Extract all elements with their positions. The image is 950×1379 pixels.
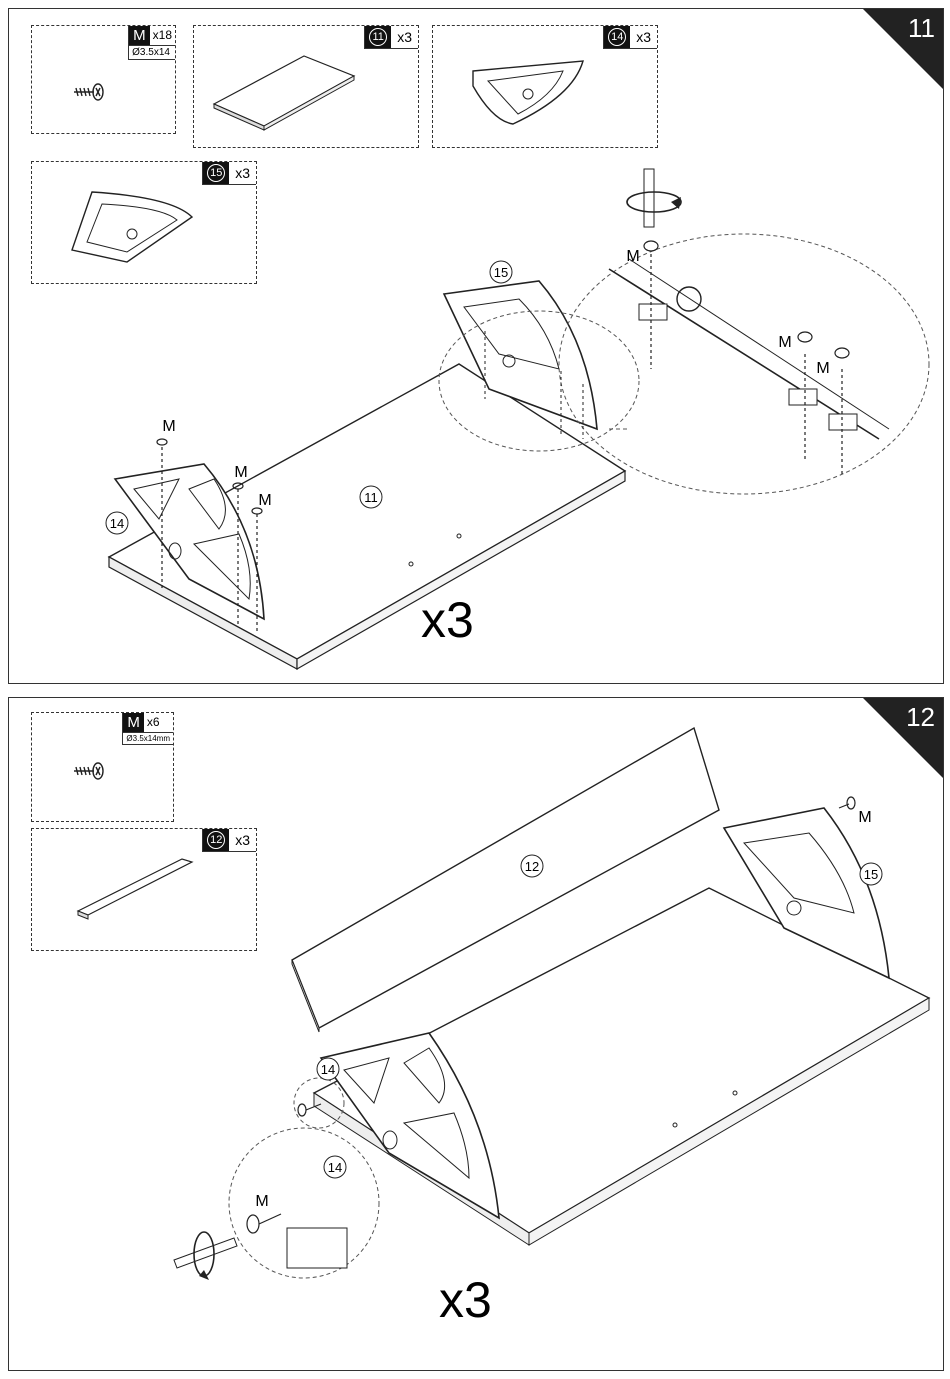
step-multiplier: x3 [421,591,474,649]
svg-text:15: 15 [494,265,508,280]
label-bracket-14: 14 [324,1156,346,1178]
svg-text:15: 15 [864,867,878,882]
svg-text:12: 12 [525,859,539,874]
label-screw-m: M [234,464,247,481]
label-panel-11: 11 [360,486,382,508]
label-screw-m: M [255,1193,268,1210]
label-bracket-15: 15 [490,261,512,283]
label-bracket-15: 15 [860,863,882,885]
step-11-labels: 11 14 15 M M M M M M [9,9,943,683]
svg-text:14: 14 [328,1160,342,1175]
svg-text:14: 14 [321,1062,335,1077]
label-bracket-14: 14 [317,1058,339,1080]
label-screw-m: M [258,492,271,509]
label-screw-m: M [778,334,791,351]
label-screw-m: M [626,248,639,265]
label-board-12: 12 [521,855,543,877]
step-multiplier: x3 [439,1271,492,1329]
svg-text:14: 14 [110,516,124,531]
svg-text:11: 11 [364,490,378,505]
label-screw-m: M [162,418,175,435]
step-12-labels: 12 14 14 15 M M [9,698,943,1370]
label-screw-m: M [858,809,871,826]
label-screw-m: M [816,360,829,377]
label-bracket-14: 14 [106,512,128,534]
